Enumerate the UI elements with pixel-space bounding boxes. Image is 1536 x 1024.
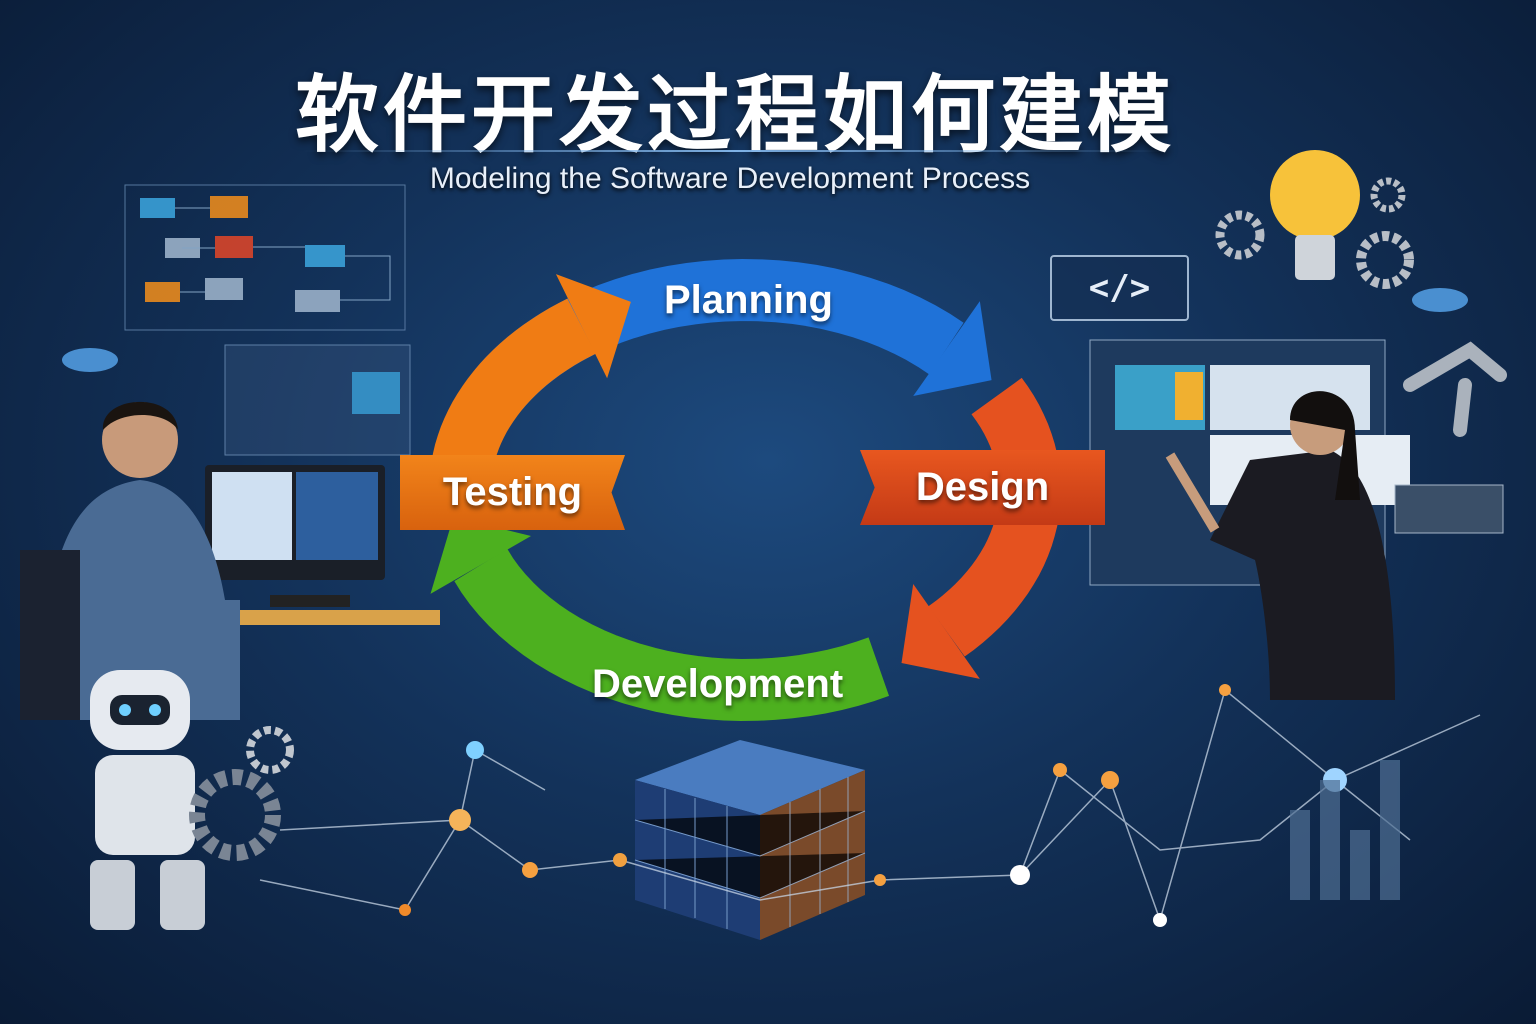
data-cube xyxy=(634,740,866,940)
network-nodes xyxy=(399,684,1347,927)
developer-man-illustration xyxy=(20,401,440,720)
gear-icon xyxy=(1370,177,1406,213)
lightbulb-icon xyxy=(1215,150,1414,289)
presenter-woman-illustration xyxy=(1165,391,1395,700)
page-subtitle: Modeling the Software Development Proces… xyxy=(429,162,1031,195)
gear-icon xyxy=(189,769,281,861)
info-panel xyxy=(224,344,411,456)
flowchart-diagram xyxy=(124,184,406,331)
gear-icon xyxy=(1215,210,1265,260)
page-title: 软件开发过程如何建模 xyxy=(294,66,1175,164)
cloud-icon xyxy=(62,348,118,372)
arrowhead-development xyxy=(430,517,532,594)
bar-chart-decoration xyxy=(1290,760,1400,900)
robot-illustration xyxy=(90,670,294,930)
arrowhead-testing xyxy=(555,274,631,379)
stage-label-development: Development xyxy=(592,662,844,706)
stage-label-design: Design xyxy=(860,450,1105,525)
title-divider xyxy=(303,150,1168,152)
cloud-icon xyxy=(1412,288,1468,312)
gear-icon xyxy=(1356,231,1414,289)
robotic-arm-icon xyxy=(1403,341,1507,437)
arrowhead-planning xyxy=(913,301,992,397)
arrowhead-design xyxy=(901,583,980,679)
stage-label-testing: Testing xyxy=(400,455,625,530)
cycle-arrow-development xyxy=(454,548,890,722)
code-icon: </> xyxy=(1050,255,1189,321)
stage-label-planning: Planning xyxy=(664,278,833,322)
gear-icon xyxy=(246,726,294,774)
